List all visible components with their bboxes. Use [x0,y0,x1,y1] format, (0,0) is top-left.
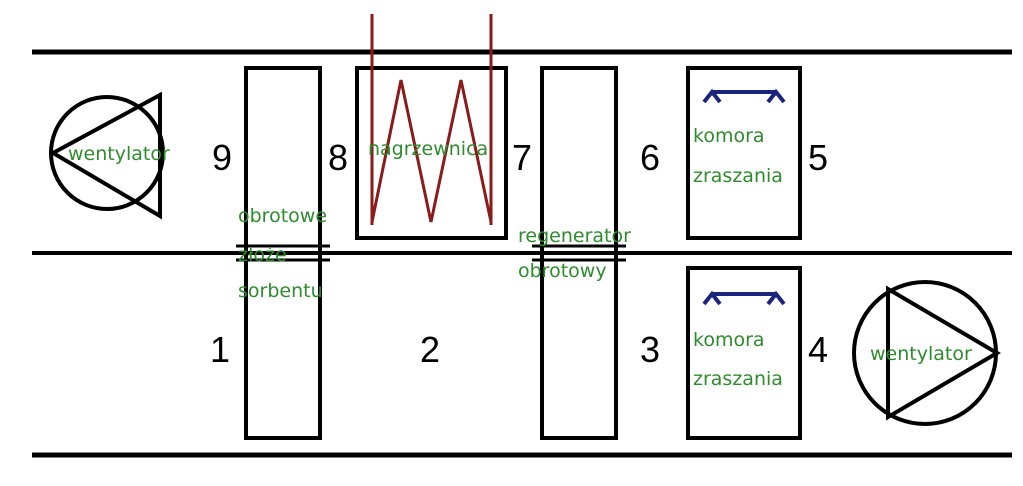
heater-label: nagrzewnica [368,138,488,160]
spray-nozzle-bottom-right [766,290,786,306]
spray-top-label-line1: komora [693,125,765,147]
point-8: 8 [328,137,348,178]
rotary-sorbent-bed [236,66,330,440]
point-7: 7 [512,137,532,178]
heater-frame [355,66,508,240]
regenerator-frame [540,66,618,440]
spray-nozzle-bottom-left [702,290,722,306]
spray-chamber-top [686,66,802,240]
spray-bottom-label-line1: komora [693,329,765,351]
point-3: 3 [640,329,660,370]
heater [355,14,508,240]
spray-chamber-bottom-frame [686,266,802,440]
spray-chamber-bottom [686,266,802,440]
fan-top [48,91,165,220]
point-6: 6 [640,137,660,178]
point-4: 4 [808,329,828,370]
sorbent-label-line1: obrotowe [238,205,327,227]
sorbent-bed-frame [244,66,322,440]
point-5: 5 [808,137,828,178]
point-2: 2 [420,329,440,370]
fan-bottom-rotor [886,285,1001,421]
spray-bottom-label-line2: zraszania [693,368,783,390]
spray-nozzle-top-left [702,88,722,104]
point-1: 1 [210,329,230,370]
heater-coil [370,79,493,223]
spray-chamber-top-frame [686,66,802,240]
fan-top-label: wentylator [68,143,170,165]
regenerator-label-line2: obrotowy [518,260,607,282]
rotary-regenerator [532,66,626,440]
fan-bottom [852,280,1001,426]
sorbent-label-line2: złoże [238,244,287,266]
regenerator-label-line1: regenerator [518,225,631,247]
fan-bottom-label: wentylator [870,343,972,365]
spray-top-label-line2: zraszania [693,165,783,187]
spray-nozzle-top-right [766,88,786,104]
sorbent-label-line3: sorbentu [238,280,323,302]
point-9: 9 [212,137,232,178]
fan-top-rotor [48,91,162,220]
